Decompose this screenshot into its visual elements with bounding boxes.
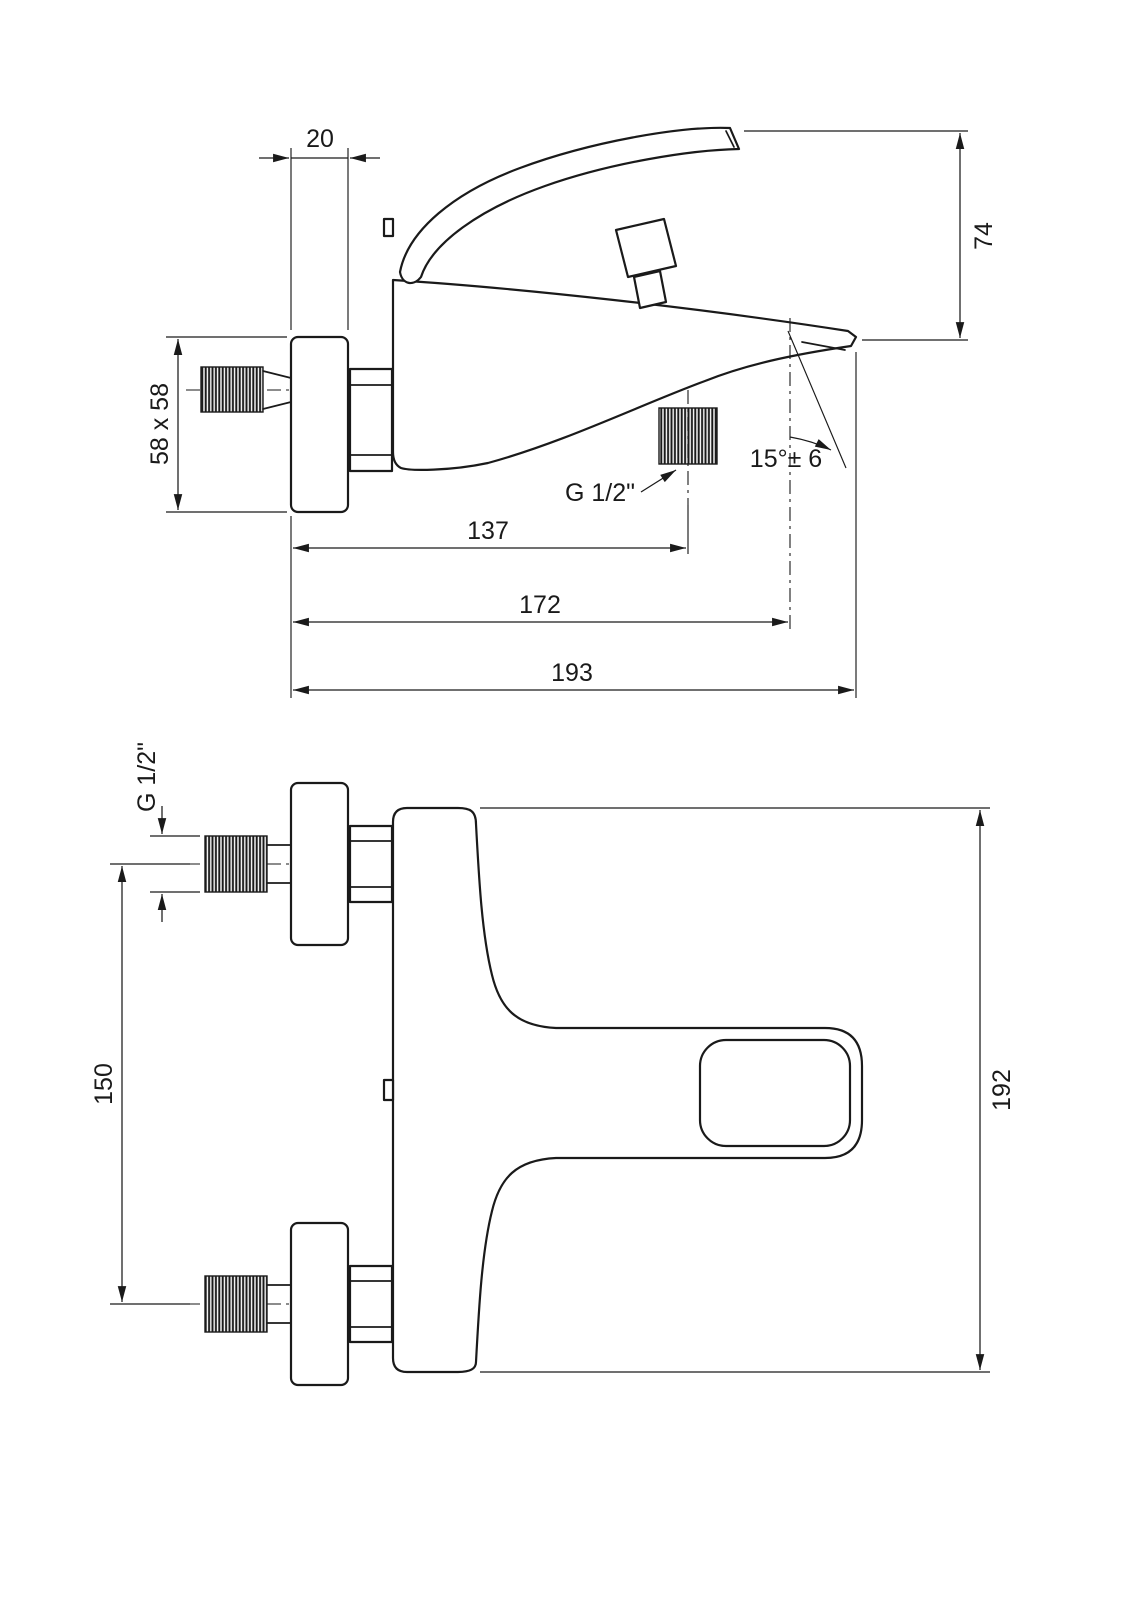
set-screw-side bbox=[382, 217, 395, 238]
dim-plate-size: 58 x 58 bbox=[146, 336, 287, 513]
inlet-connector-front-top bbox=[186, 835, 318, 893]
inlet-connector-front-bottom bbox=[186, 1275, 318, 1333]
front-view: G 1/2" 150 192 bbox=[90, 742, 1016, 1387]
spray-angle-dim: 15°± 6 bbox=[750, 318, 847, 630]
dim-spout-drop: 74 bbox=[744, 130, 998, 341]
inlet-thread-side bbox=[200, 366, 264, 413]
inlet-thread-label: G 1/2" bbox=[133, 742, 161, 812]
dim-shower-outlet-reach: 137 bbox=[290, 505, 689, 698]
diverter-stem bbox=[632, 269, 668, 310]
mounting-nut-side bbox=[348, 367, 394, 473]
handle-face-seam bbox=[698, 1038, 852, 1148]
outlet-thread-callout: G 1/2" bbox=[565, 469, 677, 507]
inlet-thread-dim: G 1/2" bbox=[133, 742, 200, 922]
dim-plate-size-label: 58 x 58 bbox=[146, 383, 174, 465]
dim-total-height-label: 192 bbox=[988, 1069, 1016, 1111]
dim-total-reach: 193 bbox=[293, 352, 857, 698]
dim-spout-drop-label: 74 bbox=[970, 222, 998, 250]
mounting-nut-front-bottom bbox=[348, 1264, 394, 1344]
dim-inlet-spacing: 150 bbox=[90, 863, 190, 1305]
inlet-connector-side bbox=[186, 366, 312, 413]
dim-total-reach-label: 193 bbox=[551, 659, 593, 687]
dim-plate-depth: 20 bbox=[259, 125, 380, 330]
wall-plate-front-top bbox=[289, 781, 350, 947]
mounting-nut-front-top bbox=[348, 824, 394, 904]
side-view: 20 74 58 x 58 G 1/2" 15°± 6 bbox=[146, 125, 998, 698]
dim-spout-axis-reach-label: 172 bbox=[519, 591, 561, 619]
wall-plate-front-bottom bbox=[289, 1221, 350, 1387]
wall-plate-side bbox=[289, 335, 350, 514]
lever-handle-side bbox=[382, 126, 741, 285]
dim-total-height: 192 bbox=[480, 807, 1016, 1373]
set-screw-front bbox=[382, 1078, 395, 1102]
spout-outlet-line bbox=[801, 341, 846, 351]
dim-spout-axis-reach: 172 bbox=[293, 591, 788, 627]
faucet-body-front bbox=[382, 806, 864, 1374]
inlet-thread-front-top bbox=[204, 835, 268, 893]
dim-shower-outlet-reach-label: 137 bbox=[467, 517, 509, 545]
spray-angle-label: 15°± 6 bbox=[750, 445, 822, 473]
outlet-thread-label: G 1/2" bbox=[565, 479, 635, 507]
dim-plate-depth-label: 20 bbox=[306, 125, 334, 153]
diverter-knob bbox=[614, 217, 678, 310]
shower-outlet-boss bbox=[658, 390, 718, 505]
dim-inlet-spacing-label: 150 bbox=[90, 1063, 118, 1105]
diverter-cap bbox=[614, 217, 678, 279]
inlet-thread-front-bottom bbox=[204, 1275, 268, 1333]
